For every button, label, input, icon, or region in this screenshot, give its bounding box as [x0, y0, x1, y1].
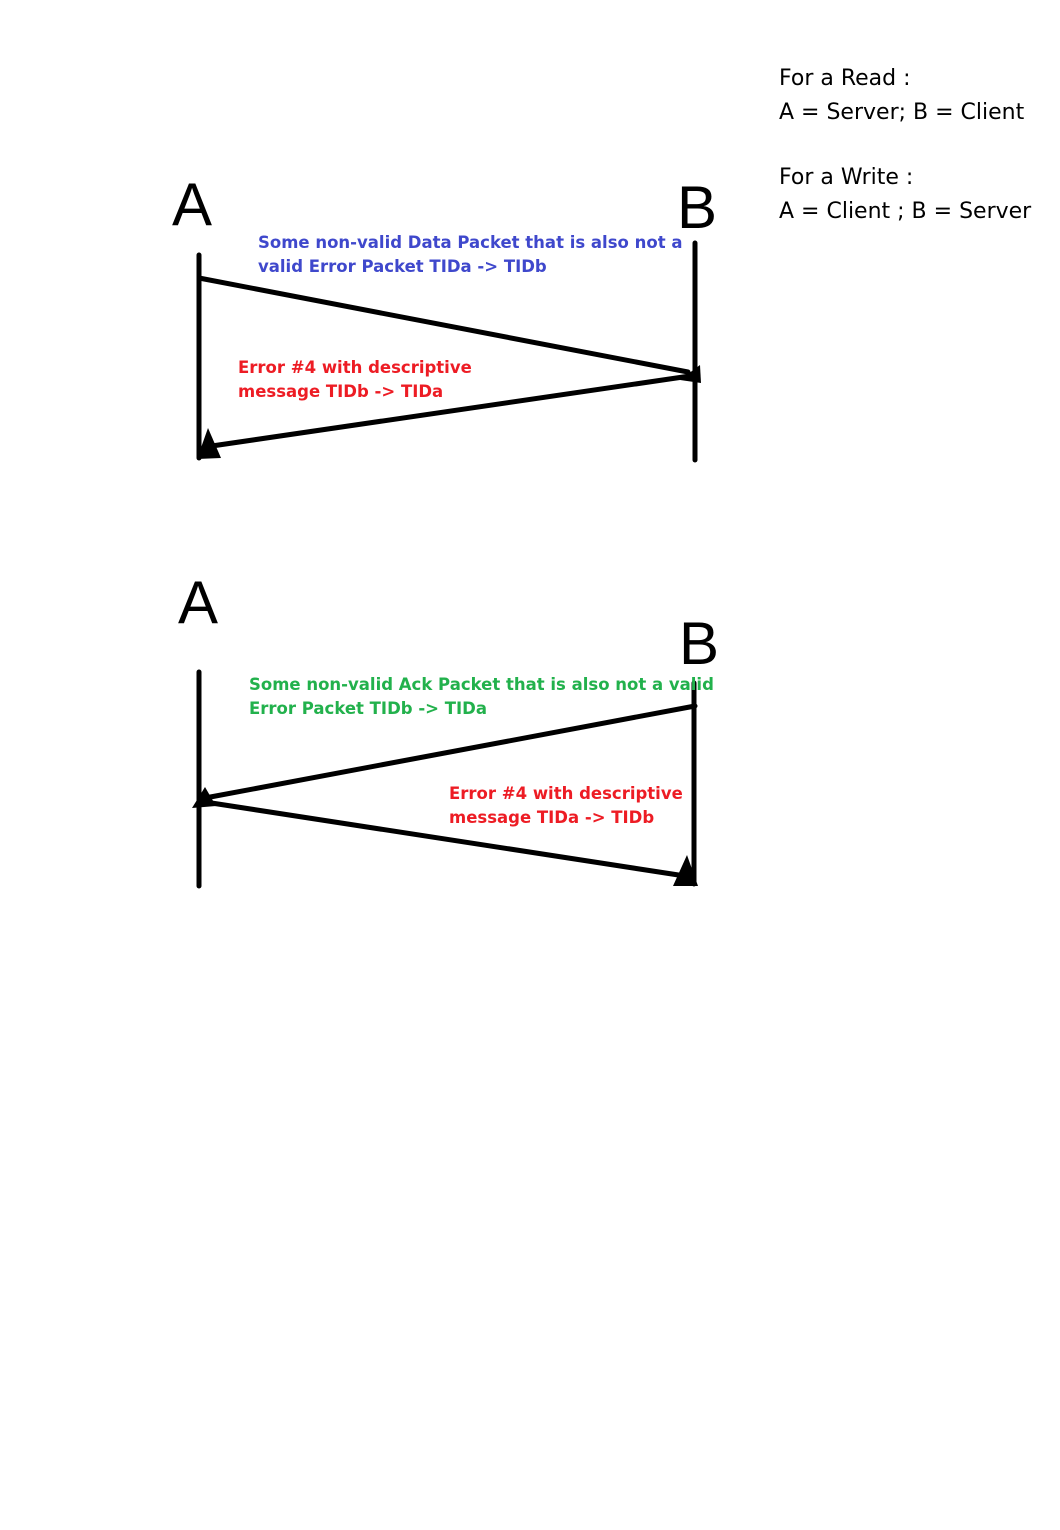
- message-data-packet-line1: Some non-valid Data Packet that is also …: [258, 233, 682, 252]
- arrow-error-reply: [202, 373, 693, 450]
- legend-read-title: For a Read :: [779, 66, 911, 91]
- diagram-1: A B Some non-valid Data Packet that is a…: [172, 171, 717, 463]
- arrow-error-reply: [202, 799, 688, 879]
- message-error-line2: message TIDa -> TIDb: [449, 808, 654, 827]
- party-b-label: B: [677, 174, 717, 241]
- legend-write-roles: A = Client ; B = Server: [779, 199, 1032, 224]
- diagram-2: A B Some non-valid Ack Packet that is al…: [178, 569, 719, 889]
- legend: For a Read : A = Server; B = Client For …: [779, 66, 1032, 224]
- arrowhead-icon: [673, 855, 698, 886]
- message-error-line2: message TIDb -> TIDa: [238, 382, 443, 401]
- party-a-label: A: [178, 569, 218, 636]
- message-ack-packet-line1: Some non-valid Ack Packet that is also n…: [249, 675, 714, 694]
- arrow-ack-packet: [202, 703, 698, 801]
- party-b-label: B: [679, 610, 719, 677]
- arrow-data-packet: [196, 275, 691, 375]
- arrowhead-icon: [197, 428, 221, 459]
- message-error-line1: Error #4 with descriptive: [449, 784, 683, 803]
- legend-read-roles: A = Server; B = Client: [779, 100, 1025, 125]
- party-a-label: A: [172, 171, 212, 238]
- legend-write-title: For a Write :: [779, 165, 913, 190]
- message-error-line1: Error #4 with descriptive: [238, 358, 472, 377]
- message-data-packet-line2: valid Error Packet TIDa -> TIDb: [258, 257, 547, 276]
- message-ack-packet-line2: Error Packet TIDb -> TIDa: [249, 699, 487, 718]
